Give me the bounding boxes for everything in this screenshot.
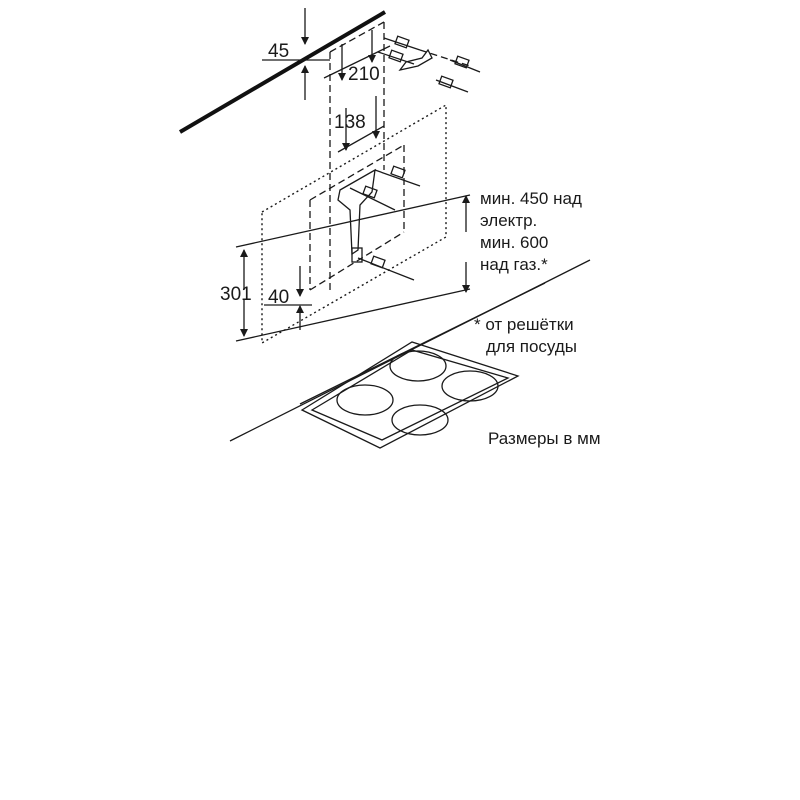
hook-top <box>398 48 433 72</box>
hob <box>300 341 520 449</box>
hob-burner-left <box>336 384 394 416</box>
dimension-210: 210 <box>323 30 391 85</box>
svg-text:мин. 450 над: мин. 450 над <box>480 189 582 208</box>
svg-text:мин. 600: мин. 600 <box>480 233 548 252</box>
screw-top-left <box>383 35 471 67</box>
dim-40-label: 40 <box>268 287 289 308</box>
screw-mid-upper <box>374 165 421 187</box>
hob-burner-back <box>389 350 447 382</box>
dim-138-label: 138 <box>334 112 366 133</box>
min-clearance-note: мин. 450 над электр. мин. 600 над газ.* <box>480 189 582 274</box>
svg-text:* от решётки: * от решётки <box>474 315 574 334</box>
svg-text:над газ.*: над газ.* <box>480 255 548 274</box>
wall-plugs <box>349 35 481 281</box>
svg-text:электр.: электр. <box>480 211 537 230</box>
hob-burner-right <box>441 370 499 402</box>
screw-mid-lower <box>349 185 396 211</box>
hob-burner-front <box>391 404 449 436</box>
ceiling-line <box>178 10 387 134</box>
mounting-bracket <box>337 168 376 263</box>
svg-text:для посуды: для посуды <box>486 337 577 356</box>
units-note: Размеры в мм <box>488 429 601 448</box>
chimney-outline <box>309 21 405 291</box>
dim-210-label: 210 <box>348 64 380 85</box>
dimension-301: 301 <box>220 249 252 337</box>
screw-top-right <box>435 55 481 93</box>
dimension-45: 45 <box>262 8 330 100</box>
dimension-138: 138 <box>334 96 385 153</box>
footnote: * от решётки для посуды <box>474 315 577 356</box>
dim-45-label: 45 <box>268 41 289 62</box>
hood-outline <box>261 103 447 345</box>
wall-line-upper <box>235 194 471 248</box>
dim-301-label: 301 <box>220 284 252 305</box>
dimension-40: 40 <box>264 266 312 330</box>
screw-bottom <box>357 255 415 281</box>
worktop-front-edge <box>299 282 546 405</box>
wall-line-lower <box>235 288 471 342</box>
